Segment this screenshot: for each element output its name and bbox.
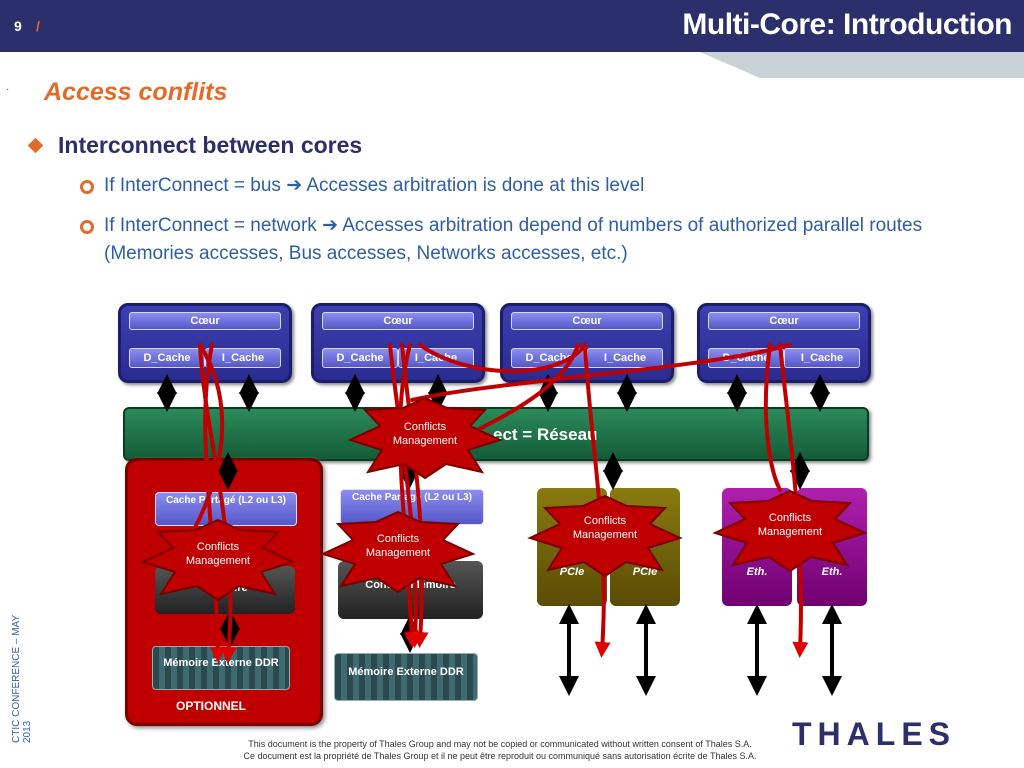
interconnect-bar: ect = Réseau xyxy=(123,407,869,461)
thales-logo: THALES xyxy=(792,716,956,752)
d-cache-label: D_Cache xyxy=(322,348,398,368)
pcie-label: PCIe xyxy=(559,566,585,578)
sub-bullet-network: If InterConnect = network ➔ Accesses arb… xyxy=(104,215,923,264)
conflict-management-label: Conflicts Management xyxy=(757,512,823,538)
header-bar xyxy=(0,0,1024,52)
slide-separator: / xyxy=(36,18,40,34)
main-bullet: Interconnect between cores xyxy=(58,132,363,158)
conflict-management-label: Conflicts Management xyxy=(572,515,638,541)
eth-label: Eth. xyxy=(821,566,843,578)
side-conference-text: CTIC CONFERENCE – MAY 2013 xyxy=(11,615,33,743)
conflict-management-label: Conflicts Management xyxy=(365,533,431,559)
core-label: Cœur xyxy=(129,312,281,330)
ring-bullet-icon xyxy=(80,180,94,194)
core-label: Cœur xyxy=(322,312,474,330)
eth-label: Eth. xyxy=(746,566,768,578)
ring-bullet-icon xyxy=(80,220,94,234)
core-label: Cœur xyxy=(708,312,860,330)
slide-number: 9 xyxy=(14,18,22,34)
optional-label: OPTIONNEL xyxy=(176,699,247,713)
page-title: Multi-Core: Introduction xyxy=(682,8,1012,41)
sub-bullet-bus: If InterConnect = bus ➔ Accesses arbitra… xyxy=(104,175,645,196)
core-box: Cœur D_Cache I_Cache xyxy=(311,303,485,383)
i-cache-label: I_Cache xyxy=(205,348,281,368)
footer-line-2: Ce document est la propriété de Thales G… xyxy=(243,751,757,761)
footer-line-1: This document is the property of Thales … xyxy=(248,739,752,749)
conflict-management-label: Conflicts Management xyxy=(185,541,251,567)
shared-cache-block: Cache Partagé (L2 ou L3) xyxy=(155,492,297,526)
header-decoration xyxy=(0,52,1024,78)
core-label: Cœur xyxy=(511,312,663,330)
external-memory-block: Mémoire Externe DDR xyxy=(334,653,478,701)
interconnect-label: ect = Réseau xyxy=(493,425,598,444)
i-cache-label: I_Cache xyxy=(784,348,860,368)
i-cache-label: I_Cache xyxy=(587,348,663,368)
section-marker: · xyxy=(6,84,10,95)
section-title: Access conflits xyxy=(44,78,228,106)
conflict-management-label: Conflicts Management xyxy=(392,421,458,447)
d-cache-label: D_Cache xyxy=(129,348,205,368)
pcie-label: PCIe xyxy=(632,566,658,578)
core-box: Cœur D_Cache I_Cache xyxy=(118,303,292,383)
